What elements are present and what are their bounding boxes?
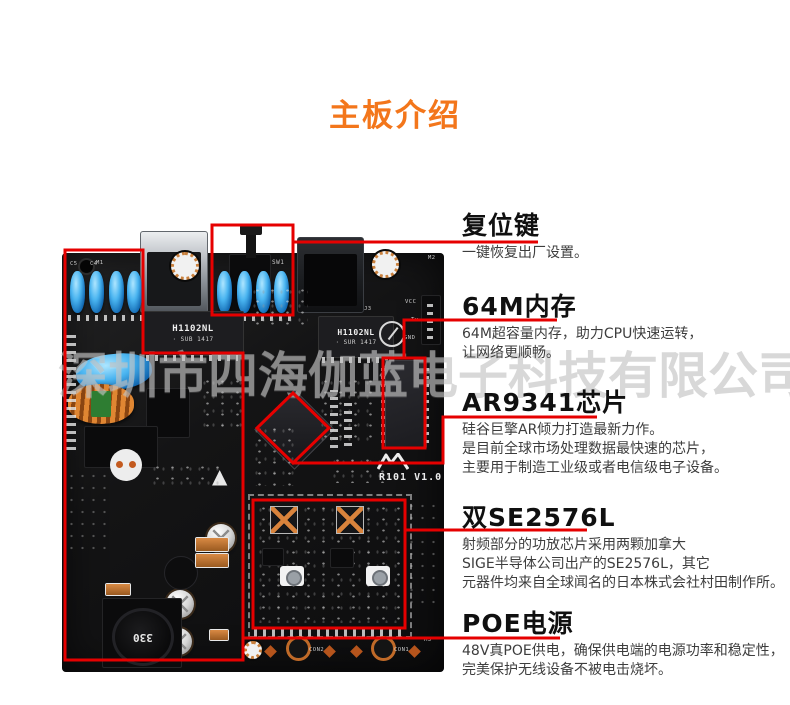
memory-callout-line	[402, 318, 557, 358]
capacitor-blue	[109, 271, 124, 313]
silkscreen-vcc: VCC	[405, 299, 417, 305]
silkscreen-c4: C4	[90, 261, 98, 267]
ethernet-port-black	[297, 237, 364, 313]
power-inductor: 330	[112, 608, 174, 666]
disc-pad	[116, 461, 123, 468]
ufl-pin	[286, 570, 302, 586]
callout-poe-line: 48V真POE供电，确保供电端的电源功率和稳定性，	[462, 643, 784, 659]
smd-cluster	[200, 376, 244, 432]
callout-rf-heading: 双SE2576L	[462, 503, 616, 532]
smd-cluster	[250, 285, 308, 325]
callout-reset: 复位键 一键恢复出厂设置。	[462, 211, 790, 263]
rf-highlight-box	[251, 498, 407, 630]
antenna-ufl-connector	[366, 566, 390, 586]
callout-memory: 64M内存 64M超容量内存，助力CPU快速运转， 让网络更顺畅。	[462, 292, 790, 363]
reset-switch-stem	[246, 230, 256, 258]
toroid-inductor	[68, 384, 134, 424]
smd-cluster	[318, 376, 372, 446]
reset-switch-cap	[240, 225, 262, 235]
transformer-pins	[322, 357, 388, 363]
capacitor-blue	[127, 271, 142, 313]
callout-cpu-line: 硅谷巨擎AR倾力打造最新力作。	[462, 422, 664, 438]
copper-pad	[106, 584, 130, 595]
page-title: 主板介绍	[329, 98, 461, 134]
memory-highlight-box	[381, 356, 427, 450]
smd-cluster	[252, 424, 296, 486]
silkscreen-c5: C5	[70, 261, 78, 267]
copper-pad	[210, 630, 228, 640]
rf-pa-chip	[336, 506, 364, 534]
capacitor-blue	[89, 271, 104, 313]
callout-rf: 双SE2576L 射频部分的功放芯片采用两颗加拿大 SIGE半导体公司出产的SE…	[462, 503, 790, 593]
callout-poe: POE电源 48V真POE供电，确保供电端的电源功率和稳定性， 完美保护无线设备…	[462, 609, 790, 680]
callout-poe-line: 完美保护无线设备不被电击烧坏。	[462, 662, 672, 678]
white-disc-component	[110, 449, 142, 481]
board-revision: R101 V1.0	[379, 472, 443, 483]
smd-cluster	[150, 462, 220, 488]
toroid-core	[91, 391, 111, 417]
transformer-2-name: H1102NL	[337, 328, 375, 337]
callout-poe-heading: POE电源	[462, 609, 574, 638]
mounting-hole	[372, 251, 399, 278]
smd-cluster	[330, 455, 394, 483]
silkscreen-j3: J3	[364, 306, 372, 312]
transformer-1-name: H1102NL	[172, 324, 214, 334]
copper-pad	[196, 554, 228, 567]
cpu-highlight-diamond	[254, 390, 332, 466]
shield-pad-row	[254, 628, 406, 637]
silkscreen-m3: M3	[424, 637, 432, 643]
silkscreen-gnd: GND	[404, 335, 416, 341]
transformer-2-code: · SUR 1417	[335, 339, 377, 346]
capacitor-blue	[237, 271, 252, 313]
silkscreen-con1: CON1	[394, 647, 410, 653]
callout-reset-line: 一键恢复出厂设置。	[462, 245, 588, 261]
mounting-hole	[171, 252, 199, 280]
callout-cpu: AR9341芯片 硅谷巨擎AR倾力打造最新力作。 是目前全球市场处理数据最快速的…	[462, 388, 790, 478]
rf-ic	[262, 548, 284, 566]
callout-memory-heading: 64M内存	[462, 292, 577, 321]
copper-pad	[196, 538, 228, 551]
capacitor-blue	[217, 271, 232, 313]
antenna-ufl-connector	[280, 566, 304, 586]
ram-chip	[385, 360, 427, 448]
transformer-pins	[146, 355, 238, 361]
smd-cluster	[406, 500, 440, 610]
mounting-hole-small	[78, 258, 95, 275]
transformer-chip-2: H1102NL · SUR 1417	[318, 316, 394, 358]
silkscreen-con2: CON2	[309, 647, 325, 653]
callout-rf-line: SIGE半导体公司出产的SE2576L，其它	[462, 556, 710, 572]
ufl-pin	[372, 570, 388, 586]
rf-pa-chip	[270, 506, 298, 534]
rf-ic	[330, 548, 354, 568]
callout-rf-line: 射频部分的功放芯片采用两颗加拿大	[462, 537, 686, 553]
poe-region-outline	[63, 248, 245, 662]
transformer-1-code: · SUB 1417	[172, 336, 214, 343]
ethernet-port-opening	[304, 254, 357, 306]
callout-cpu-heading: AR9341芯片	[462, 388, 629, 417]
callout-cpu-line: 主要用于制造工业级或者电信级电子设备。	[462, 460, 728, 476]
mounting-hole	[244, 641, 262, 659]
disc-pad	[129, 461, 136, 468]
solder-pads-row	[68, 315, 144, 321]
edge-component-column	[66, 330, 76, 450]
callout-rf-line: 元器件均来自全球闻名的日本株式会社村田制作所。	[462, 575, 784, 591]
callout-cpu-line: 是目前全球市场处理数据最快速的芯片，	[462, 441, 714, 457]
callout-reset-heading: 复位键	[462, 211, 541, 240]
capacitor-blue	[70, 271, 85, 313]
round-transistor	[164, 556, 198, 590]
cpu-callout-line	[293, 415, 597, 465]
callout-memory-line: 让网络更顺畅。	[462, 345, 560, 361]
silkscreen-sw1: SW1	[272, 259, 285, 266]
silkscreen-m1: M1	[96, 260, 104, 266]
silkscreen-m2: M2	[428, 255, 436, 261]
callout-memory-line: 64M超容量内存，助力CPU快速运转，	[462, 326, 703, 342]
reset-highlight-box	[210, 223, 295, 317]
ram-pins-right	[425, 363, 429, 443]
smd-cluster	[66, 470, 106, 550]
